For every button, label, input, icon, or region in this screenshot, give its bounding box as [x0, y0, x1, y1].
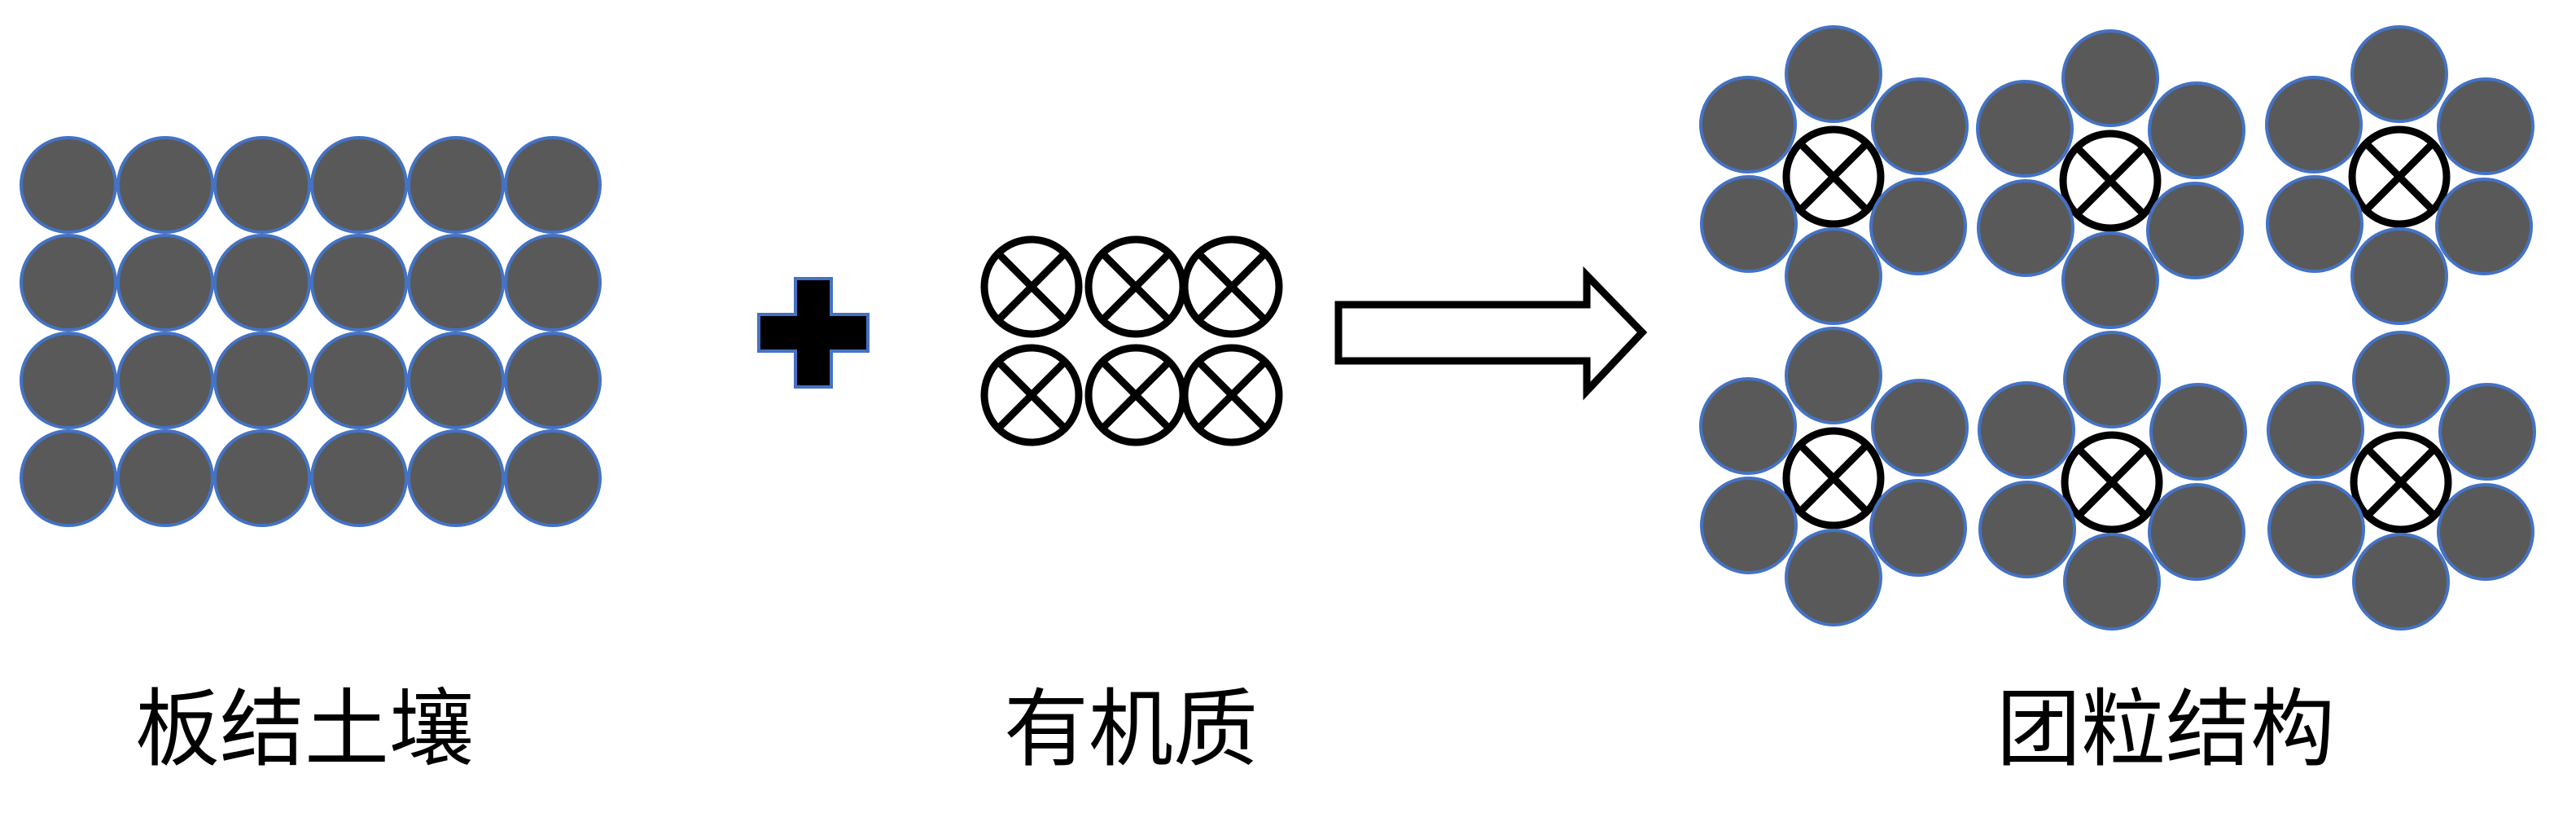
soil-particle-icon — [2352, 533, 2450, 631]
soil-particle-icon — [1976, 80, 2074, 178]
soil-particle-icon — [1785, 25, 1882, 123]
soil-particle-icon — [310, 136, 408, 234]
soil-particle-icon — [2267, 381, 2364, 479]
soil-particle-icon — [1978, 381, 2075, 479]
soil-particle-icon — [2350, 25, 2448, 123]
soil-particle-icon — [1869, 479, 1967, 577]
soil-particle-icon — [407, 332, 505, 429]
soil-particle-icon — [1977, 179, 2074, 277]
organic-matter-icon — [1782, 427, 1885, 530]
soil-particle-icon — [1699, 377, 1797, 475]
soil-particle-icon — [213, 332, 311, 429]
soil-particle-icon — [1785, 529, 1882, 626]
aggregate-cluster — [1978, 331, 2247, 631]
soil-particle-icon — [213, 234, 311, 332]
soil-particle-icon — [1700, 477, 1798, 574]
soil-particle-icon — [1785, 227, 1882, 325]
soil-particle-icon — [2267, 481, 2365, 578]
organic-matter-icon — [1084, 344, 1187, 446]
soil-particle-icon — [407, 234, 505, 332]
soil-particle-icon — [2063, 331, 2161, 428]
soil-particle-icon — [20, 429, 117, 527]
organic-matter-group — [980, 235, 1283, 446]
soil-particle-icon — [116, 429, 214, 527]
soil-particle-icon — [1871, 77, 1969, 175]
aggregate-cluster — [1699, 25, 1969, 325]
soil-particle-icon — [310, 429, 408, 527]
soil-particle-icon — [2148, 81, 2245, 179]
compacted-soil-particle-grid — [20, 136, 602, 527]
organic-matter-icon — [2061, 431, 2163, 534]
soil-particle-icon — [407, 429, 505, 527]
soil-particle-icon — [2149, 383, 2247, 481]
aggregate-cluster — [1976, 29, 2245, 329]
organic-matter-icon — [980, 235, 1083, 338]
compacted-soil-label: 板结土壤 — [134, 679, 475, 779]
aggregate-structure-group — [1699, 25, 2536, 631]
organic-matter-icon — [1181, 344, 1283, 446]
soil-particle-icon — [310, 332, 408, 429]
soil-particle-icon — [20, 332, 117, 429]
soil-particle-icon — [2438, 383, 2536, 481]
soil-particle-icon — [2437, 483, 2534, 581]
soil-particle-icon — [2148, 483, 2245, 581]
aggregate-structure-label: 团粒结构 — [1996, 679, 2336, 779]
right-arrow-icon — [1334, 266, 1648, 401]
soil-particle-icon — [2061, 29, 2159, 127]
soil-particle-icon — [2061, 231, 2159, 329]
soil-particle-icon — [310, 234, 408, 332]
soil-particle-icon — [1699, 76, 1797, 174]
organic-matter-icon — [2348, 125, 2451, 228]
soil-particle-icon — [2352, 331, 2450, 428]
soil-particle-icon — [116, 332, 214, 429]
organic-matter-icon — [980, 344, 1083, 446]
soil-particle-icon — [116, 136, 214, 234]
organic-matter-icon — [1782, 125, 1885, 228]
soil-particle-icon — [2063, 533, 2161, 631]
soil-particle-icon — [407, 136, 505, 234]
soil-particle-icon — [504, 332, 602, 429]
soil-particle-icon — [1785, 327, 1882, 424]
soil-particle-icon — [20, 234, 117, 332]
organic-matter-icon — [1084, 235, 1187, 338]
soil-particle-icon — [2437, 77, 2534, 175]
aggregate-cluster — [1699, 327, 1969, 626]
soil-particle-icon — [213, 136, 311, 234]
soil-particle-icon — [1871, 379, 1969, 477]
soil-particle-icon — [2435, 178, 2533, 275]
soil-particle-icon — [1869, 178, 1967, 275]
soil-particle-icon — [1700, 175, 1798, 273]
soil-particle-icon — [2266, 175, 2364, 273]
organic-matter-icon — [2350, 431, 2452, 534]
soil-particle-icon — [504, 234, 602, 332]
soil-particle-icon — [2146, 182, 2244, 279]
soil-particle-icon — [2350, 227, 2448, 325]
plus-icon — [757, 277, 870, 389]
soil-particle-icon — [1978, 481, 2076, 578]
soil-particle-icon — [2265, 76, 2363, 174]
organic-matter-icon — [2059, 130, 2162, 232]
organic-matter-icon — [1181, 235, 1283, 338]
soil-particle-icon — [504, 429, 602, 527]
soil-particle-icon — [213, 429, 311, 527]
soil-particle-icon — [504, 136, 602, 234]
soil-particle-icon — [116, 234, 214, 332]
aggregate-cluster — [2267, 331, 2536, 631]
aggregate-cluster — [2265, 25, 2534, 325]
soil-particle-icon — [20, 136, 117, 234]
organic-matter-label: 有机质 — [1003, 679, 1259, 779]
